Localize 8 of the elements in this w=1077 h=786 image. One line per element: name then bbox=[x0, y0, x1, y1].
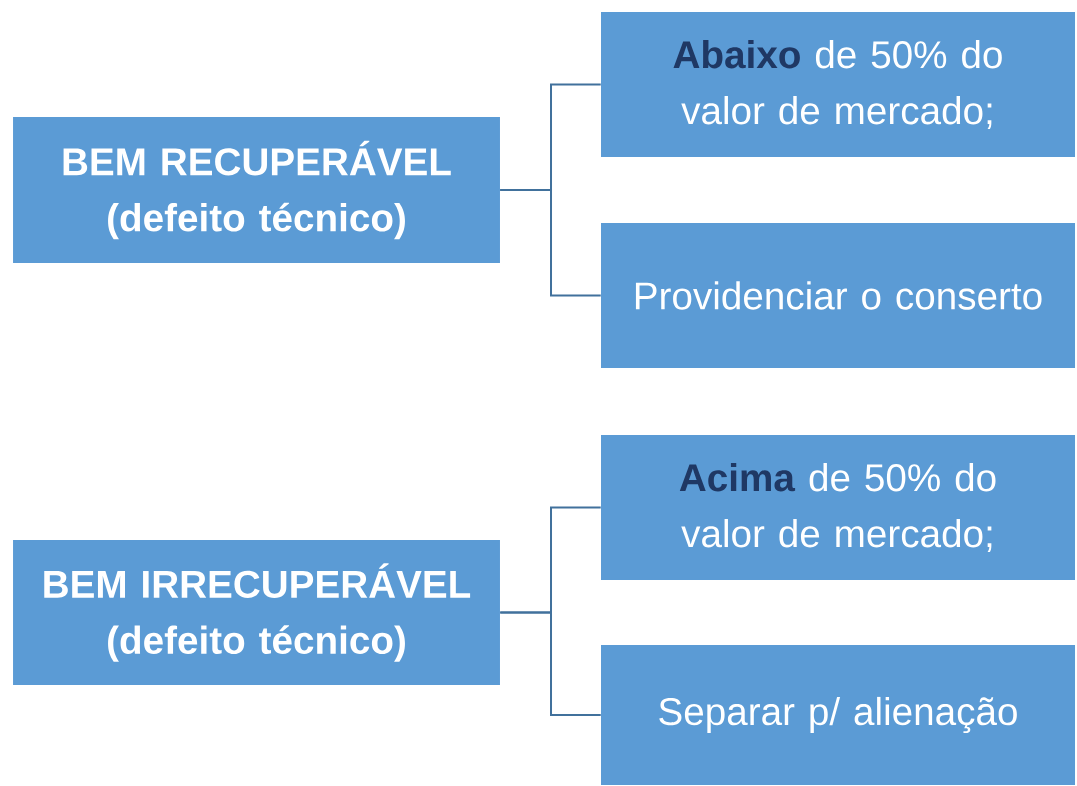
connector-line bbox=[499, 189, 602, 297]
outcome-box: Providenciar o conserto bbox=[601, 222, 1075, 369]
outcome-box: Acima de 50% do valor de mercado; bbox=[601, 434, 1075, 581]
outcome-box: Separar p/ alienação bbox=[601, 645, 1075, 785]
connector-line bbox=[499, 611, 602, 716]
category-box: BEM IRRECUPERÁVEL (defeito técnico) bbox=[13, 539, 500, 686]
category-box: BEM RECUPERÁVEL (defeito técnico) bbox=[13, 117, 500, 263]
outcome-box: Abaixo de 50% do valor de mercado; bbox=[601, 11, 1075, 158]
